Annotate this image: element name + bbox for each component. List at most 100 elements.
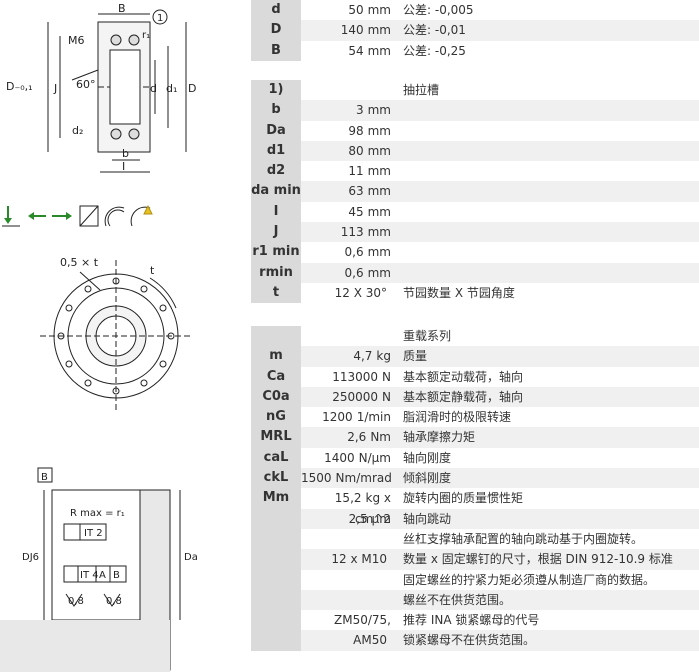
value-text: 0,6 xyxy=(344,265,364,280)
unit-text: mm xyxy=(367,204,391,219)
label-rough2: 0,8 xyxy=(106,596,122,607)
row-label: m xyxy=(251,346,301,367)
row-description xyxy=(397,181,699,201)
label-I: I xyxy=(122,160,125,173)
row-label: rmin xyxy=(251,262,301,283)
value-text: 80 xyxy=(348,143,364,158)
row-description xyxy=(397,222,699,242)
unit-text: kg xyxy=(376,349,391,364)
unit-text: Nm xyxy=(370,430,391,445)
row-description xyxy=(397,202,699,222)
row-label: C0a xyxy=(251,386,301,408)
axial-load-left-icon xyxy=(28,212,46,220)
row-label xyxy=(251,589,301,611)
table-row: 锁紧螺母不在供货范围。 xyxy=(251,630,699,651)
row-description: 固定螺丝的拧紧力矩必须遵从制造厂商的数据。 xyxy=(403,572,656,587)
label-D01: D₋₀,₁ xyxy=(6,80,33,93)
unit-text: 1/min xyxy=(356,410,391,425)
row-label: I xyxy=(251,201,301,223)
label-rmax: R max = r₁ xyxy=(70,508,125,519)
unit-text: Nm/mrad xyxy=(335,471,392,486)
row-label: r1 min xyxy=(251,242,301,263)
row-description: 锁紧螺母不在供货范围。 xyxy=(403,633,536,648)
value-text: 98 xyxy=(348,123,364,138)
unit-text: mm xyxy=(367,245,391,260)
row-label: ckL xyxy=(251,468,301,489)
value-text: 12 x M10 xyxy=(331,552,387,567)
row-description xyxy=(397,242,699,262)
row-description xyxy=(397,100,699,120)
radial-load-icon xyxy=(2,206,20,227)
row-label: B xyxy=(251,40,301,61)
value-text: 0,6 xyxy=(344,245,364,260)
row-label: Ca xyxy=(251,366,301,387)
row-value xyxy=(301,570,397,590)
label-B: B xyxy=(118,2,126,15)
label-J: J xyxy=(53,82,57,95)
label-D: D xyxy=(188,82,196,95)
row-description: 重载系列 xyxy=(403,329,452,343)
label-angle60: 60° xyxy=(76,78,96,91)
row-description: 螺丝不在供货范围。 xyxy=(403,592,512,607)
row-value xyxy=(301,529,397,549)
table-row: 1) 抽拉槽 xyxy=(251,80,699,101)
row-description: 节园数量 X 节园角度 xyxy=(403,285,515,300)
row-label: da min xyxy=(251,181,301,202)
value-text: 1400 xyxy=(324,450,355,465)
row-description: 抽拉槽 xyxy=(403,83,440,97)
table-row: 固定螺丝的拧紧力矩必须遵从制造厂商的数据。 xyxy=(251,569,699,590)
row-label xyxy=(251,528,301,550)
label-circle1: 1 xyxy=(157,13,163,24)
unit-text: mm xyxy=(367,184,391,199)
unit-text: mm xyxy=(367,103,391,118)
unit-text: mm xyxy=(367,23,391,38)
label-A: A xyxy=(99,570,106,581)
row-description: 轴承摩擦力矩 xyxy=(403,430,476,445)
label-t-chamfer: 0,5 × t xyxy=(60,256,99,269)
row-label: 1) xyxy=(251,80,301,101)
row-label: Mm xyxy=(251,488,301,509)
unit-text: mm xyxy=(367,143,391,158)
bearing-cross-section-drawing: B 1 r₁ M6 D₋₀,₁ J d d₁ D 60° d₂ b I xyxy=(6,2,196,173)
tilt-icon xyxy=(79,205,99,227)
unit-text: mm xyxy=(367,3,391,17)
row-label: MRL xyxy=(251,427,301,448)
value-text: 4,7 xyxy=(353,349,373,364)
label-Da: Da xyxy=(184,552,198,563)
row-description: 质量 xyxy=(403,349,428,364)
value-text: 12 X 30° xyxy=(334,285,387,300)
row-label: J xyxy=(251,222,301,243)
row-label xyxy=(251,326,301,347)
row-value xyxy=(301,630,397,650)
table-row: Da max98mm xyxy=(251,120,699,158)
unit-text: mm xyxy=(367,265,391,280)
unit-text: mm xyxy=(367,43,391,58)
row-label xyxy=(251,549,301,570)
value-text: 50 xyxy=(348,3,364,17)
label-Bref: B xyxy=(113,570,120,581)
